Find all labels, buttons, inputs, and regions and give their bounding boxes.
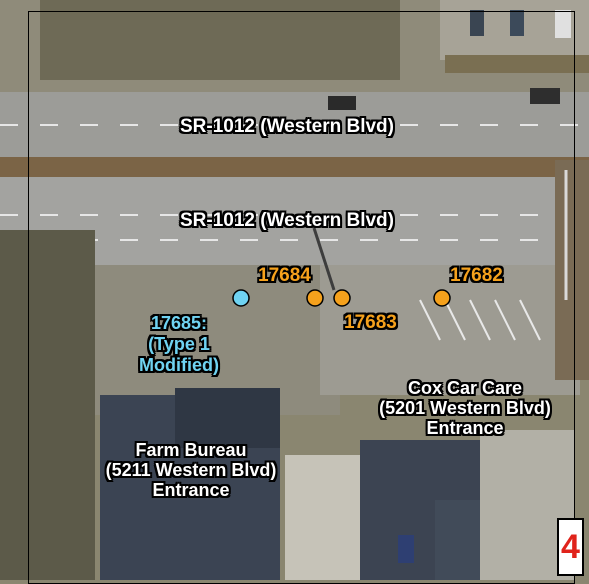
car xyxy=(555,10,571,38)
building-roof xyxy=(175,388,280,448)
business-label-line: (5211 Western Blvd) xyxy=(105,460,277,480)
point-17682-marker[interactable] xyxy=(433,289,451,307)
point-17684-label: 17684 xyxy=(258,265,311,286)
road-label-eastbound: SR-1012 (Western Blvd) xyxy=(180,210,394,231)
business-label-line: (5201 Western Blvd) xyxy=(379,398,551,418)
business-label-line: Cox Car Care xyxy=(407,378,523,398)
business-label-line: Farm Bureau xyxy=(135,440,247,460)
point-17683-label: 17683 xyxy=(344,312,397,333)
parking-stripes xyxy=(419,299,541,341)
business-label-line: Entrance xyxy=(426,418,504,438)
point-17685-label-line: Modified) xyxy=(139,355,219,375)
tree-canopy-east xyxy=(555,160,589,380)
business-label-farm-bureau: Farm Bureau (5211 Western Blvd) Entrance xyxy=(75,440,307,500)
car xyxy=(398,535,414,563)
point-17685-label: 17685: (Type 1 Modified) xyxy=(120,313,238,376)
point-17682-label: 17682 xyxy=(450,265,503,286)
car xyxy=(510,10,524,36)
building-lot xyxy=(285,455,360,580)
business-label-cox-car-care: Cox Car Care (5201 Western Blvd) Entranc… xyxy=(350,378,580,438)
eastbound-lanes xyxy=(0,177,589,265)
business-label-line: Entrance xyxy=(152,480,230,500)
point-17683-marker[interactable] xyxy=(333,289,351,307)
median-grass-north xyxy=(445,55,589,73)
car xyxy=(470,10,484,36)
point-17685-label-line: 17685: xyxy=(150,313,208,333)
lane-markings xyxy=(0,124,589,241)
utility-pole xyxy=(312,227,336,291)
panel-number: 4 xyxy=(557,518,584,576)
point-17684-marker[interactable] xyxy=(306,289,324,307)
road-label-westbound: SR-1012 (Western Blvd) xyxy=(180,116,394,137)
south-lot-east xyxy=(320,265,580,395)
point-17685-marker[interactable] xyxy=(232,289,250,307)
car xyxy=(530,88,560,104)
car xyxy=(328,96,356,110)
tree-canopy-west xyxy=(0,230,95,580)
median xyxy=(0,157,589,177)
point-17685-label-line: (Type 1 xyxy=(148,334,210,354)
north-vegetation xyxy=(40,0,400,80)
